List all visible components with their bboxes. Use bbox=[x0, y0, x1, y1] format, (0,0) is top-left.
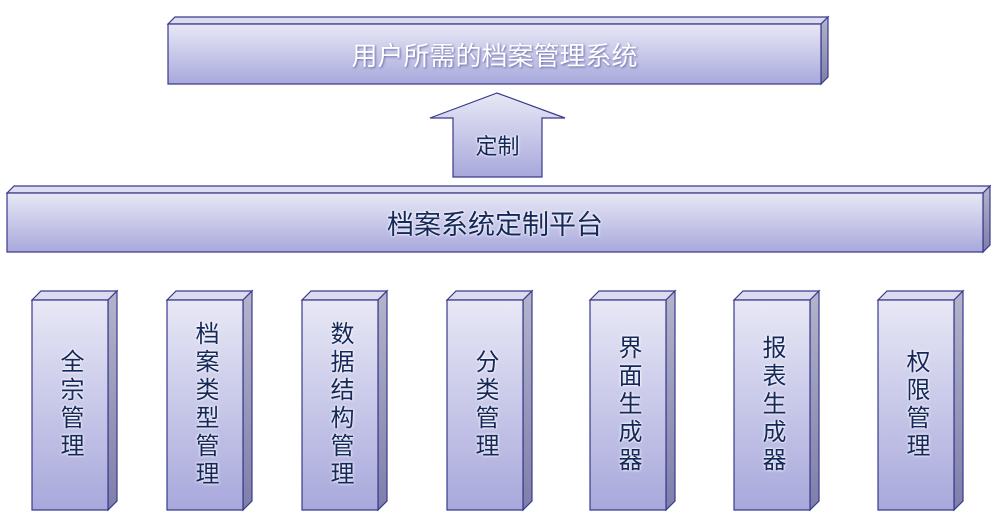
module-box bbox=[588, 289, 677, 512]
module-box bbox=[30, 289, 119, 512]
module-label: 档案类型管理 bbox=[191, 321, 219, 489]
up-arrow bbox=[429, 92, 566, 178]
module-label: 数据结构管理 bbox=[326, 321, 354, 489]
module-box bbox=[300, 289, 389, 512]
module-label: 分类管理 bbox=[471, 349, 499, 461]
module-box bbox=[445, 289, 534, 512]
module-label: 全宗管理 bbox=[56, 349, 84, 461]
module-box bbox=[876, 289, 965, 512]
module-label: 报表生成器 bbox=[758, 335, 786, 475]
arrow-label: 定制 bbox=[475, 135, 520, 160]
module-box bbox=[165, 289, 254, 512]
module-label: 界面生成器 bbox=[614, 335, 642, 475]
module-label: 权限管理 bbox=[902, 349, 930, 461]
platform-label: 档案系统定制平台 bbox=[387, 210, 603, 241]
module-box bbox=[732, 289, 821, 512]
top-system-box bbox=[166, 15, 830, 86]
top-system-label: 用户所需的档案管理系统 bbox=[351, 41, 638, 72]
platform-box bbox=[5, 184, 992, 254]
